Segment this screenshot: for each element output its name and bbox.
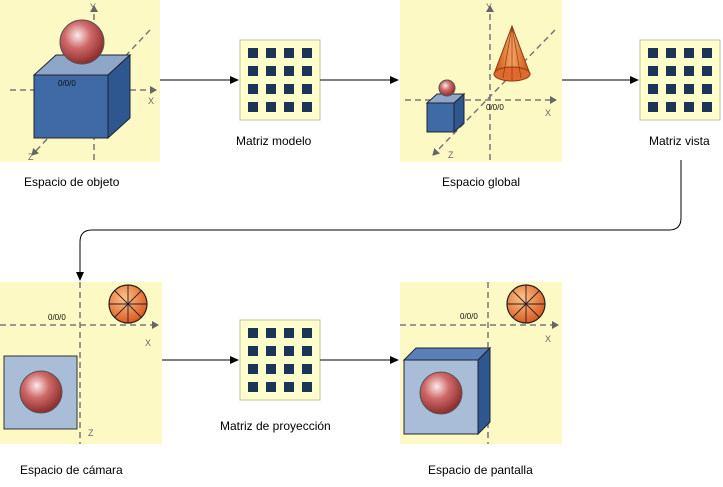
- matrix-cell: [648, 84, 658, 94]
- matrix-cell: [702, 102, 712, 112]
- screen-origin-label: 0/0/0: [460, 312, 478, 321]
- matrix-cell: [702, 48, 712, 58]
- matrix-cell: [302, 66, 312, 76]
- matrix-cell: [302, 346, 312, 356]
- matrix-cell: [266, 84, 276, 94]
- camera-x-axis-label: X: [145, 338, 151, 348]
- matrix-cell: [266, 346, 276, 356]
- matrix-cell: [648, 102, 658, 112]
- matrix-cell: [266, 48, 276, 58]
- matrix-cell: [648, 48, 658, 58]
- matrix-cell: [302, 102, 312, 112]
- view-matrix-label: Matriz vista: [649, 134, 710, 148]
- matrix-cell: [284, 84, 294, 94]
- matrix-cell: [248, 364, 258, 374]
- matrix-cell: [684, 84, 694, 94]
- matrix-cell: [248, 48, 258, 58]
- matrix-cell: [284, 382, 294, 392]
- matrix-cell: [284, 102, 294, 112]
- object-space-panel: [0, 0, 160, 162]
- matrix-cell: [248, 102, 258, 112]
- matrix-cell: [248, 346, 258, 356]
- object-origin-label: 0/0/0: [58, 79, 76, 88]
- matrix-cell: [684, 66, 694, 76]
- world-z-axis-label: Z: [448, 150, 454, 160]
- camera-z-axis-label: Z: [88, 428, 94, 438]
- screen-space-label: Espacio de pantalla: [428, 463, 533, 477]
- arrow-view-to-camera: [76, 160, 682, 281]
- model-matrix-label: Matriz modelo: [236, 134, 312, 148]
- matrix-cell: [302, 84, 312, 94]
- matrix-cell: [666, 102, 676, 112]
- projection-matrix-label: Matriz de proyección: [220, 419, 331, 433]
- screen-x-axis-label: X: [545, 334, 551, 344]
- matrix-cell: [284, 328, 294, 338]
- matrix-cell: [266, 66, 276, 76]
- camera-origin-label: 0/0/0: [48, 313, 66, 322]
- world-x-axis-label: X: [545, 108, 551, 118]
- world-space-label: Espacio global: [442, 175, 521, 189]
- matrix-cell: [248, 328, 258, 338]
- object-space-label: Espacio de objeto: [24, 175, 120, 189]
- matrix-cell: [666, 48, 676, 58]
- world-origin-label: 0/0/0: [486, 103, 504, 112]
- matrix-cell: [302, 48, 312, 58]
- matrix-cell: [666, 66, 676, 76]
- matrix-cell: [266, 102, 276, 112]
- projection-matrix-icon: [239, 319, 321, 401]
- camera-space-label: Espacio de cámara: [20, 463, 123, 477]
- matrix-cell: [284, 364, 294, 374]
- matrix-cell: [284, 48, 294, 58]
- matrix-cell: [302, 382, 312, 392]
- view-matrix-icon: [639, 39, 721, 121]
- screen-space-panel: [400, 282, 562, 444]
- model-matrix-icon: [239, 39, 321, 121]
- matrix-cell: [302, 364, 312, 374]
- object-x-axis-label: X: [148, 96, 154, 106]
- matrix-cell: [284, 346, 294, 356]
- camera-space-panel: [0, 282, 162, 444]
- object-y-axis-label: Y: [90, 2, 96, 12]
- matrix-cell: [266, 382, 276, 392]
- matrix-cell: [248, 66, 258, 76]
- world-y-axis-label: Y: [486, 2, 492, 12]
- matrix-cell: [248, 382, 258, 392]
- matrix-cell: [248, 84, 258, 94]
- matrix-cell: [648, 66, 658, 76]
- matrix-cell: [684, 48, 694, 58]
- object-z-axis-label: Z: [28, 152, 34, 162]
- matrix-cell: [302, 328, 312, 338]
- matrix-cell: [702, 84, 712, 94]
- matrix-cell: [266, 364, 276, 374]
- matrix-cell: [284, 66, 294, 76]
- world-space-panel: [400, 0, 562, 162]
- matrix-cell: [684, 102, 694, 112]
- matrix-cell: [666, 84, 676, 94]
- matrix-cell: [266, 328, 276, 338]
- matrix-cell: [702, 66, 712, 76]
